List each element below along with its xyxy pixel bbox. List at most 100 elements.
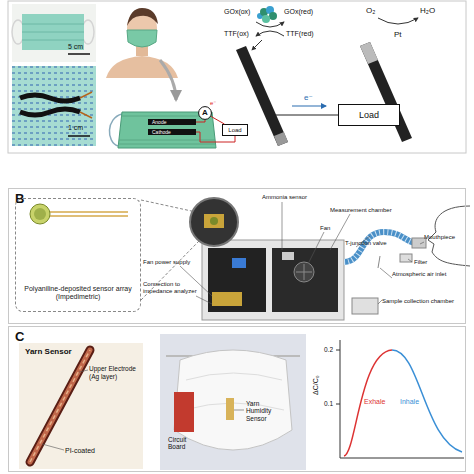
leader-line [378, 300, 382, 304]
node-heading: Polyaniline-deposited sensor array (Impe… [20, 285, 136, 302]
response-chart [340, 458, 464, 459]
magnifier [204, 214, 224, 228]
breath-tube [344, 232, 414, 262]
mask-with-sensor-photo [174, 392, 194, 432]
part-label: Sample collection chamber [382, 298, 464, 305]
electrode-photo [80, 112, 92, 118]
sensor-array [30, 204, 128, 224]
magnifier [210, 217, 218, 225]
leader-line [380, 268, 392, 278]
electrode-photo [12, 66, 96, 146]
species-label: GOx(red) [284, 8, 313, 16]
leader-line [282, 202, 283, 250]
mask-with-sensor-photo [186, 373, 282, 380]
enzyme-cluster [262, 15, 270, 23]
electrode-bar [360, 42, 412, 142]
mask-with-sensor-photo [226, 398, 234, 420]
wire-connector [211, 116, 224, 124]
magnifier [141, 240, 200, 300]
electrode-label: Pt [394, 30, 402, 39]
electrode-photo [12, 66, 96, 146]
leader-line [420, 242, 424, 244]
series-label: Exhale [364, 398, 385, 406]
part-label: Connection to impedance analyzer [143, 281, 199, 295]
electrode-photo [80, 92, 92, 98]
response-chart [344, 350, 392, 456]
electrode-label: Cathode [152, 130, 171, 135]
sensor-array [50, 211, 128, 213]
person-figure [127, 9, 157, 47]
electrode-photo [12, 66, 96, 146]
mask-with-sensor-photo [160, 334, 306, 470]
measurement-device [208, 248, 266, 312]
response-chart [392, 350, 462, 452]
mask-drawing [148, 119, 196, 125]
enzyme-cluster [269, 12, 277, 20]
electrode-label: Anode [152, 120, 166, 125]
part-label: Mouthpiece [424, 234, 455, 241]
ammeter-circle: A [198, 106, 212, 120]
measurement-device [294, 262, 314, 282]
species-label: O₂ [366, 6, 375, 15]
magnifier [141, 198, 238, 300]
sensor-array [34, 208, 46, 220]
mask-photo [22, 24, 84, 25]
scale-label: 5 cm [68, 43, 83, 51]
yarn-sensor-drawing [30, 350, 90, 462]
yarn-sensor-drawing [30, 350, 90, 462]
node-heading: Load [223, 125, 247, 135]
leader-line [180, 202, 424, 304]
tick-label: 0.2 [324, 346, 333, 353]
series-label: Inhale [400, 398, 419, 406]
mask-drawing [196, 120, 205, 122]
leader-line [196, 296, 212, 304]
part-label: Circuit Board [168, 436, 202, 451]
inset-box: Yarn SensorUpper Electrode (Ag layer)PI-… [19, 343, 143, 469]
yarn-sensor-drawing [79, 370, 88, 372]
mask-with-sensor-photo [234, 410, 244, 411]
mask-photo [12, 4, 96, 62]
part-label: Yarn Humidity Sensor [246, 400, 286, 422]
response-chart [340, 340, 341, 458]
leader-line [308, 232, 324, 264]
measurement-device [212, 292, 242, 306]
electrode-bar [236, 42, 412, 146]
electrode-bar [360, 42, 378, 64]
breath-tube [412, 238, 426, 248]
breath-tube [352, 298, 378, 314]
yarn-sensor-drawing [19, 343, 143, 469]
leader-line [408, 259, 412, 262]
load-box: Load [338, 104, 400, 126]
response-chart [336, 350, 340, 351]
sensor-array [50, 215, 128, 217]
mask-drawing [119, 140, 215, 141]
breath-tube [400, 254, 412, 262]
part-label: Ammonia sensor [262, 194, 307, 201]
node-heading: Load [339, 105, 399, 125]
yarn-sensor-drawing [30, 350, 90, 462]
yarn-sensor-drawing [19, 343, 143, 469]
mask-drawing [109, 112, 235, 148]
electrode-photo [68, 135, 90, 137]
mask-photo [22, 40, 84, 41]
mask-drawing [119, 144, 215, 145]
node-text: PI-coated [65, 447, 95, 455]
species-label: TTF(ox) [224, 30, 249, 38]
measurement-device [272, 248, 338, 312]
part-label: T-junction valve [345, 240, 387, 247]
scale-label: 1 cm [68, 124, 83, 132]
axis-title: ΔC/C₀ [312, 375, 320, 395]
part-label: Fan power supply [143, 259, 190, 266]
mask-photo [68, 53, 90, 55]
person-figure [127, 8, 158, 26]
node-heading: A [198, 106, 212, 120]
panel-frame [8, 1, 466, 153]
measurement-device [232, 258, 246, 268]
node-text: Upper Electrode (Ag layer) [89, 365, 143, 381]
measurement-device [304, 264, 305, 280]
mask-photo [22, 32, 84, 33]
breath-tube [378, 256, 380, 268]
part-label: Fan [320, 225, 330, 232]
response-chart [336, 340, 464, 458]
